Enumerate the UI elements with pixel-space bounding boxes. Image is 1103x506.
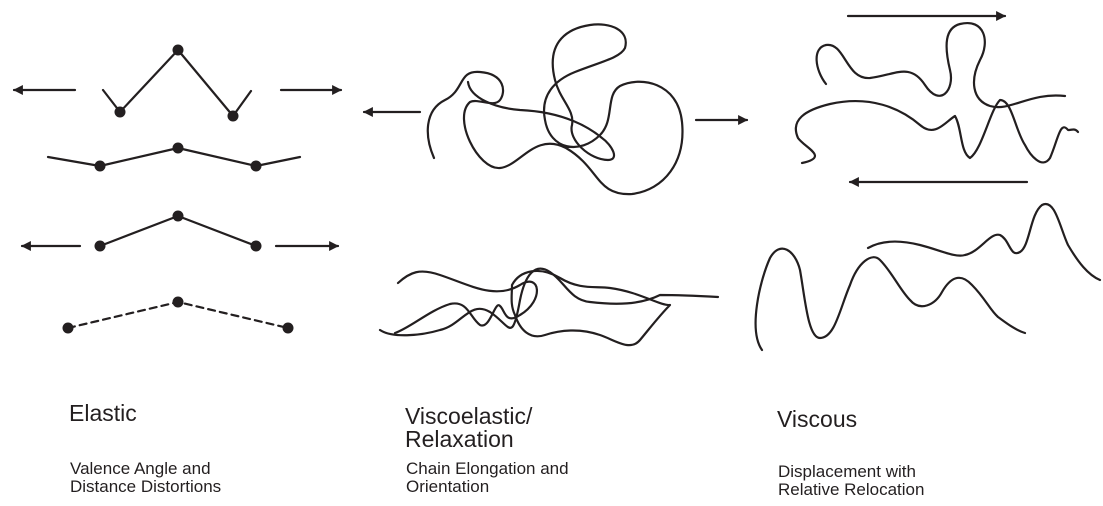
atom (173, 297, 184, 308)
atom (95, 161, 106, 172)
viscoelastic-description: Chain Elongation and Orientation (406, 460, 569, 496)
atom (115, 107, 126, 118)
elastic-title: Elastic (69, 402, 137, 425)
viscous-description: Displacement with Relative Relocation (778, 463, 924, 499)
atom (63, 323, 74, 334)
elastic-description: Valence Angle and Distance Distortions (70, 460, 221, 496)
atom (228, 111, 239, 122)
atom (251, 241, 262, 252)
viscous-illustration (756, 16, 1100, 350)
upper-chain (796, 100, 1078, 163)
lower-chain (756, 249, 1025, 350)
viscoelastic-title: Viscoelastic/ Relaxation (405, 405, 532, 451)
oriented-chain (380, 269, 718, 336)
oriented-chain (512, 271, 670, 345)
lower-chain (868, 204, 1100, 280)
atom (173, 45, 184, 56)
atom (251, 161, 262, 172)
coiled-chain (428, 24, 683, 194)
elastic-illustration (14, 45, 341, 334)
atom (173, 211, 184, 222)
atom (283, 323, 294, 334)
upper-chain (817, 23, 1065, 107)
viscoelastic-illustration (364, 24, 747, 345)
atom (95, 241, 106, 252)
valence-angle-bonds (103, 50, 251, 116)
atom (173, 143, 184, 154)
viscous-title: Viscous (777, 408, 857, 431)
